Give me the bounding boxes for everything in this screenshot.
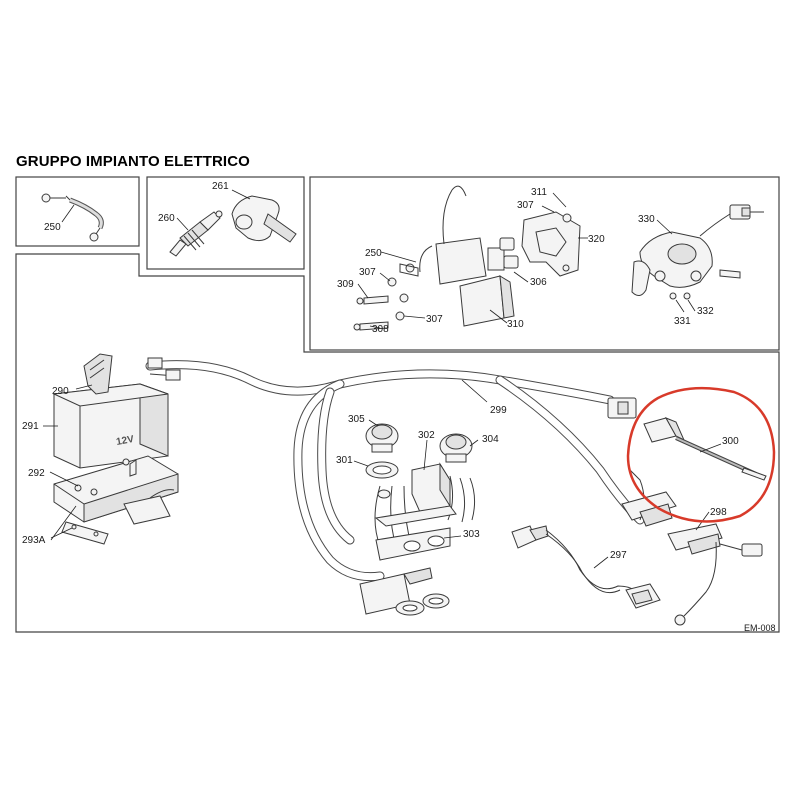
harness-297: [511, 525, 661, 609]
ignition-coil-310: [419, 185, 515, 327]
panel-main-harness: [15, 253, 780, 633]
label-306: 306: [530, 277, 547, 288]
label-308: 308: [372, 324, 389, 335]
highlight-circle: [626, 386, 776, 523]
connector-298: [621, 491, 763, 626]
ground-cable-250: [41, 193, 104, 242]
bracket-293a: [61, 521, 109, 545]
spacers-306: [499, 237, 519, 269]
spark-plug-cap-261: [231, 195, 297, 243]
relay-305: [365, 423, 399, 453]
label-330: 330: [638, 214, 655, 225]
label-298: 298: [710, 507, 727, 518]
label-260: 260: [158, 213, 175, 224]
battery-tray-292: [53, 455, 179, 525]
label-293a: 293A: [22, 535, 46, 546]
label-304: 304: [482, 434, 499, 445]
label-291: 291: [22, 421, 39, 432]
panel-ignition: [309, 176, 780, 351]
label-310: 310: [507, 319, 524, 330]
bolts-307-309-308: [353, 263, 419, 331]
mount-bracket-303: [359, 505, 457, 616]
washer-301: [365, 461, 399, 499]
cover-302: [411, 462, 451, 513]
label-305: 305: [348, 414, 365, 425]
label-307-a: 307: [517, 200, 534, 211]
label-311: 311: [531, 187, 547, 198]
sensor-300: [643, 417, 767, 481]
pickup-330: [631, 204, 764, 300]
label-297: 297: [610, 550, 627, 561]
diagram-code: EM-008: [744, 623, 776, 633]
label-309: 309: [337, 279, 354, 290]
panel-ground-cable: [15, 176, 140, 247]
panel-spark-plug: [146, 176, 305, 270]
label-261: 261: [212, 181, 229, 192]
label-331: 331: [674, 316, 691, 327]
battery-12v-marking: 12V: [115, 434, 135, 448]
diagram-title: GRUPPO IMPIANTO ELETTRICO: [16, 153, 250, 170]
label-302: 302: [418, 430, 435, 441]
label-332: 332: [697, 306, 714, 317]
battery-291: 12V: [52, 383, 169, 469]
label-292: 292: [28, 468, 45, 479]
label-301: 301: [336, 455, 353, 466]
label-250-b: 250: [365, 248, 382, 259]
label-299: 299: [490, 405, 507, 416]
relay-304: [439, 433, 473, 463]
label-303: 303: [463, 529, 480, 540]
label-320: 320: [588, 234, 605, 245]
label-307-b: 307: [359, 267, 376, 278]
label-290: 290: [52, 386, 69, 397]
spark-plug-260: [169, 210, 223, 257]
label-307-c: 307: [426, 314, 443, 325]
label-300: 300: [722, 436, 739, 447]
label-250-a: 250: [44, 222, 61, 233]
bracket-320: [521, 211, 581, 277]
battery-strap-290: [83, 353, 113, 395]
